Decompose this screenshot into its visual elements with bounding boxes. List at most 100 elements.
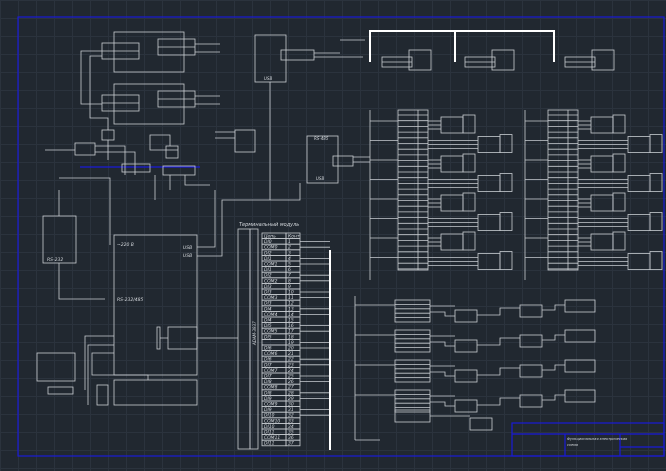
io-device: [564, 389, 596, 403]
title-block: Функциональная электрическая схема: [511, 422, 665, 457]
terminal-row-label: DI5: [264, 323, 272, 329]
io-device: [454, 339, 478, 353]
terminal-row-label: COM1: [264, 262, 278, 268]
terminal-row-label: DI6: [264, 346, 272, 352]
drawing-frame: [17, 16, 665, 457]
terminal-row-label: COM6: [264, 351, 278, 357]
terminal-row-label: DI8: [264, 390, 272, 396]
io-device: [454, 369, 478, 383]
io-table: [394, 299, 431, 323]
terminal-module-title: Терминальный модуль: [239, 222, 299, 228]
usb-converter-2: [306, 135, 339, 184]
terminal-row-number: 34: [288, 424, 294, 430]
sensor-table: [397, 109, 429, 271]
io-device: [519, 394, 543, 408]
terminal-row-number: 19: [288, 340, 294, 346]
top-bus: [369, 30, 555, 62]
io-device: [564, 299, 596, 313]
terminal-row-number: 26: [288, 379, 294, 385]
terminal-row-label: DI7: [264, 374, 272, 380]
terminal-row-number: 3: [288, 250, 291, 256]
terminal-row-number: 5: [288, 262, 291, 268]
sensor-block: [590, 155, 614, 173]
power-supply-1: [101, 31, 220, 73]
io-device: [454, 309, 478, 323]
top-devices: [381, 49, 615, 71]
terminal-row-number: 25: [288, 374, 294, 380]
terminal-module-frame: [237, 228, 251, 450]
io-device: [519, 364, 543, 378]
io-table: [394, 329, 431, 353]
sensor-block: [627, 175, 651, 192]
sensor-block: [477, 214, 501, 231]
terminal-row-label: DI3: [264, 284, 272, 290]
svg-text:USB: USB: [264, 76, 272, 81]
terminal-row-number: 27: [288, 385, 294, 391]
drawing-title: Функциональная электрическая: [567, 437, 627, 441]
sensor-block: [590, 194, 614, 212]
terminal-row-number: 23: [288, 362, 294, 368]
terminal-row-number: 29: [288, 396, 294, 402]
breaker-qf1: [74, 142, 96, 156]
terminal-row-number: 20: [288, 346, 294, 352]
sensor-block: [477, 175, 501, 192]
terminal-row-label: DI3: [264, 301, 272, 307]
terminal-row-label: DI2: [264, 250, 272, 256]
terminal-row-label: COM5: [264, 329, 278, 335]
terminal-row-label: DI5: [264, 334, 272, 340]
monitor: [36, 352, 76, 382]
io-device: [564, 359, 596, 373]
terminal-cell: [285, 439, 301, 447]
terminal-row-label: DI0: [264, 239, 272, 245]
bottom-right-network: [355, 299, 596, 431]
sensor-block: [477, 136, 501, 153]
svg-text:USB: USB: [183, 253, 192, 259]
terminal-row-number: 6: [288, 267, 291, 273]
terminal-row-label: COM7: [264, 368, 278, 374]
io-device: [454, 399, 478, 413]
terminal-row-label: COM11: [264, 435, 280, 441]
terminal-row-number: 17: [288, 329, 294, 335]
terminal-row-number: 22: [288, 357, 294, 363]
terminal-row-label: DI2: [264, 273, 272, 279]
terminal-row-number: 4: [288, 256, 291, 262]
terminal-row-number: 24: [288, 368, 294, 374]
terminal-row-label: DI10: [264, 424, 275, 430]
power-supply-2: [101, 83, 220, 125]
terminal-row-label: DI10: [264, 413, 275, 419]
terminal-row-number: 10: [288, 290, 294, 296]
terminal-row-number: 1: [288, 239, 291, 245]
sensor-groups: [369, 109, 663, 280]
network-module: [167, 326, 198, 350]
sensor-block: [440, 194, 464, 212]
top-device: [408, 49, 432, 71]
terminal-row-number: 8: [288, 278, 291, 284]
io-device: [564, 329, 596, 343]
svg-text:~220 В: ~220 В: [117, 242, 134, 248]
terminal-row-label: DI3: [264, 290, 272, 296]
terminal-row-number: 31: [288, 407, 294, 413]
top-device: [491, 49, 515, 71]
terminal-row-label: DI8: [264, 379, 272, 385]
svg-text:USB: USB: [183, 245, 192, 251]
terminal-row-label: DI11: [264, 430, 275, 436]
terminal-row-number: 12: [288, 301, 294, 307]
terminal-row-label: DI4: [264, 306, 272, 312]
terminal-row-label: COM9: [264, 402, 278, 408]
terminal-row-number: 21: [288, 351, 294, 357]
terminal-row-label: Цепь: [264, 234, 276, 240]
svg-text:RS-485: RS-485: [314, 136, 329, 141]
sensor-block: [440, 116, 464, 134]
terminal-row-label: DI1: [264, 256, 272, 262]
io-device: [519, 334, 543, 348]
svg-text:RS-232: RS-232: [47, 257, 63, 263]
svg-text:USB: USB: [316, 176, 324, 181]
top-device: [591, 49, 615, 71]
terminal-row-number: 32: [288, 413, 294, 419]
terminal-row-label: COM10: [264, 418, 280, 424]
terminal-row-number: 30: [288, 402, 294, 408]
terminal-row-number: 35: [288, 430, 294, 436]
terminal-row-number: 33: [288, 418, 294, 424]
